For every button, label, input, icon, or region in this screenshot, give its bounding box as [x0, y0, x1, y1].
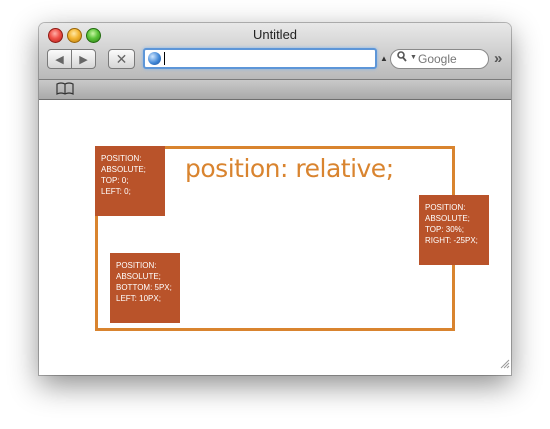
box-line: absolute; [425, 214, 470, 223]
absolute-box-right: Position: absolute; top: 30%; right: -25… [419, 195, 489, 265]
bookmarks-bar [39, 80, 511, 100]
box-line: Position: [425, 203, 466, 212]
box-line: left: 0; [101, 187, 131, 196]
minimize-icon[interactable] [67, 28, 82, 43]
box-line: bottom: 5px; [116, 283, 172, 292]
globe-icon [148, 52, 161, 65]
stop-button[interactable]: ✕ [108, 49, 135, 69]
toolbar-overflow-button[interactable]: » [494, 50, 503, 67]
address-dropdown-icon[interactable]: ▲ [380, 54, 388, 63]
address-field[interactable] [143, 48, 377, 69]
box-line: left: 10px; [116, 294, 161, 303]
search-icon [397, 51, 407, 65]
resize-grip-icon[interactable] [499, 356, 510, 374]
absolute-box-top-left: Position: absolute; top: 0; left: 0; [95, 146, 165, 216]
text-caret [164, 52, 165, 65]
box-line: top: 30%; [425, 225, 464, 234]
forward-arrow-icon: ▶ [79, 53, 88, 66]
box-line: absolute; [101, 165, 146, 174]
close-icon[interactable] [48, 28, 63, 43]
relative-container: position: relative; Position: absolute; … [95, 146, 489, 331]
forward-button[interactable]: ▶ [71, 49, 96, 69]
absolute-box-bottom-left: Position: absolute; bottom: 5px; left: 1… [110, 253, 180, 323]
search-placeholder: Google [418, 52, 457, 66]
box-line: right: -25px; [425, 236, 478, 245]
box-line: top: 0; [101, 176, 129, 185]
back-arrow-icon: ◀ [55, 53, 64, 66]
search-menu-icon[interactable]: ▼ [410, 54, 417, 61]
box-line: absolute; [116, 272, 161, 281]
bookmarks-book-icon[interactable] [56, 81, 74, 102]
search-field[interactable]: ▼ Google [390, 49, 489, 69]
box-line: Position: [101, 154, 142, 163]
zoom-icon[interactable] [86, 28, 101, 43]
window-title: Untitled [252, 27, 298, 42]
page-heading: position: relative; [185, 154, 394, 183]
page-content: position: relative; Position: absolute; … [39, 100, 511, 375]
box-line: Position: [116, 261, 157, 270]
browser-window: Untitled ◀ ▶ ✕ ▲ ▼ Google » [39, 23, 511, 375]
back-button[interactable]: ◀ [47, 49, 72, 69]
title-bar: Untitled ◀ ▶ ✕ ▲ ▼ Google » [39, 23, 511, 80]
stop-icon: ✕ [115, 50, 128, 67]
